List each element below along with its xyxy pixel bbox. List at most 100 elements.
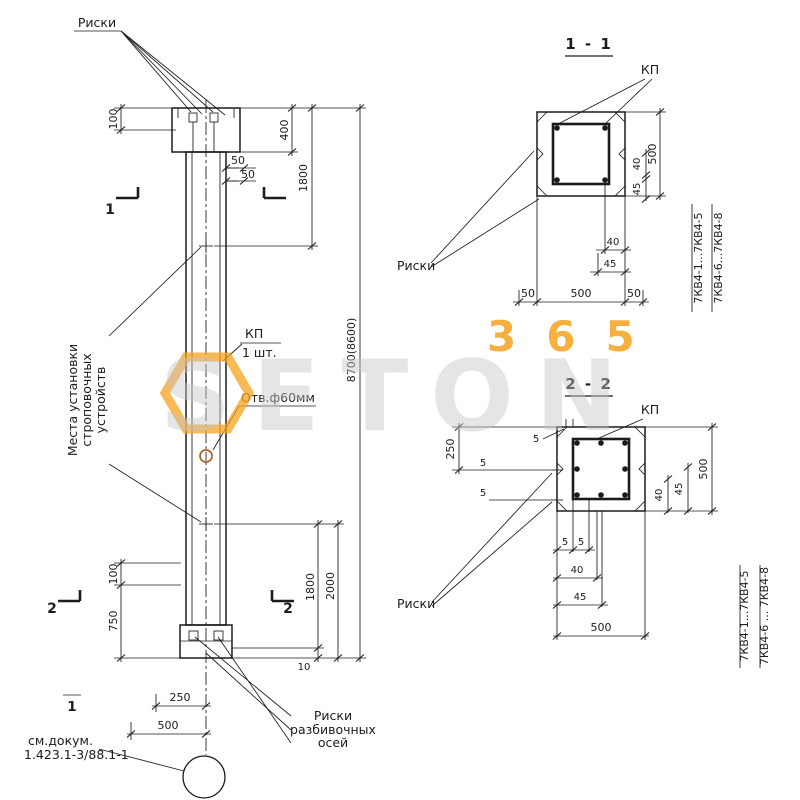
- dim-2-2-500-bottom: 500: [591, 621, 612, 634]
- rebar-dot: [598, 492, 604, 498]
- dim-1-1-50-right: 50: [627, 287, 641, 300]
- dim-2-2-45-right: 45: [674, 483, 685, 496]
- column-elevation: Риски 1 2 2 Места установки строповочных…: [24, 15, 376, 799]
- strap-label-line1: Места установки: [65, 344, 80, 456]
- strap-label-line3: устройств: [93, 367, 108, 434]
- rebar-dot: [602, 177, 608, 183]
- dim-50-a: 50: [231, 154, 245, 167]
- rebar-dot: [554, 125, 560, 131]
- rebar-dot: [574, 492, 580, 498]
- section-2-2-dimensions: [452, 423, 761, 668]
- dim-2-2-5-bottom-b: 5: [578, 537, 584, 548]
- section-1-1-kp-label: КП: [641, 62, 659, 77]
- hole-circle: [199, 449, 213, 463]
- dim-2000: 2000: [324, 572, 337, 600]
- dim-2-2-5-bottom-a: 5: [562, 537, 568, 548]
- section-cut-marks: [58, 187, 294, 603]
- section-1-1-leaders: [430, 78, 653, 268]
- dim-500: 500: [158, 719, 179, 732]
- dim-2-2-500-right: 500: [697, 459, 710, 480]
- section-1-1-corner-marks: [536, 111, 626, 197]
- dim-1-1-500-bottom: 500: [571, 287, 592, 300]
- dim-10: 10: [298, 662, 311, 673]
- watermark-logo-hexagon: [159, 352, 255, 434]
- dim-total-height: 8700(8600): [345, 318, 358, 383]
- section-2-2-leaders: [431, 418, 644, 607]
- section-2-2-kp-label: КП: [641, 402, 659, 417]
- doc-ref-line1: см.докум.: [28, 733, 93, 748]
- column-details: [177, 108, 239, 642]
- axes-note-line1: Риски: [314, 708, 352, 723]
- doc-ref-line2: 1.423.1-3/88.1-1: [24, 747, 129, 762]
- lifting-loop-right: [209, 112, 219, 123]
- dim-2-2-5-top: 5: [533, 434, 539, 445]
- dim-2-2-40-right: 40: [654, 489, 665, 502]
- series-mark-2-2-b: 7КВ4-6 ... 7КВ4-8: [758, 567, 771, 665]
- dim-750: 750: [107, 611, 120, 632]
- section-2-2-rebar-cage: [571, 437, 631, 501]
- datum-axis-circle: [182, 755, 226, 799]
- cut-2-left-label: 2: [47, 601, 57, 617]
- rebar-dot: [574, 440, 580, 446]
- series-mark-2-2-a: 7КВ4-1...7КВ4-5: [738, 570, 751, 661]
- rebar-dot: [622, 466, 628, 472]
- kp-label: КП: [245, 326, 263, 341]
- dim-1800-bottom: 1800: [304, 573, 317, 601]
- rebar-dot: [622, 492, 628, 498]
- dim-1-1-40-bottom: 40: [607, 237, 620, 248]
- elevation-leaders: [63, 30, 316, 772]
- section-1-1-outer-square: [536, 111, 626, 197]
- riski-top-label: Риски: [78, 15, 116, 30]
- rebar-dot: [554, 177, 560, 183]
- section-1-1-rebar-cage: [551, 122, 611, 186]
- elevation-dimensions: [114, 104, 366, 740]
- hole-label: Отв.ф60мм: [241, 390, 315, 405]
- dim-top-100: 100: [107, 109, 120, 130]
- series-mark-1-1-a: 7КВ4-1...7КВ4-5: [692, 212, 705, 303]
- rebar-dot: [622, 440, 628, 446]
- axes-note-line2: разбивочных: [290, 722, 376, 737]
- dim-2-2-5-left-b: 5: [480, 488, 486, 499]
- section-2-2-corner-marks: [551, 419, 646, 512]
- foot-anchor-right: [213, 630, 224, 641]
- watermark-number: 365: [487, 312, 665, 361]
- dim-1800-top: 1800: [297, 164, 310, 192]
- section-2-2-riski-label: Риски: [397, 596, 435, 611]
- watermark-brand: SETON: [160, 340, 640, 454]
- axes-note-line3: осей: [318, 735, 348, 750]
- section-1-1-riski-label: Риски: [397, 258, 435, 273]
- dim-1-1-45-bottom: 45: [604, 259, 617, 270]
- section-2-2: 2 - 2 КП Риски: [397, 375, 771, 668]
- dim-1-1-45-right: 45: [632, 183, 643, 196]
- cut-2-right-label: 2: [283, 601, 293, 617]
- datum-view-label: 1: [67, 699, 76, 715]
- dim-2-2-45-bottom: 45: [574, 592, 587, 603]
- dim-1-1-500-right: 500: [646, 144, 659, 165]
- dim-50-b: 50: [241, 168, 255, 181]
- series-mark-1-1-b: 7КВ4-6...7КВ4-8: [712, 212, 725, 303]
- dim-1-1-40-right: 40: [632, 158, 643, 171]
- rebar-dot: [602, 125, 608, 131]
- watermark: 365 SETON: [159, 312, 665, 454]
- dim-2-2-250: 250: [444, 439, 457, 460]
- dim-2-2-5-left-a: 5: [480, 458, 486, 469]
- section-2-2-outer-square: [556, 426, 646, 512]
- section-1-1-dimensions: [513, 108, 713, 312]
- section-2-2-dim-ticks: [454, 422, 717, 641]
- section-1-1: 1 - 1 КП Риски: [397, 35, 725, 312]
- foot-anchor-left: [188, 630, 199, 641]
- rebar-dot: [574, 466, 580, 472]
- rebar-dot: [598, 440, 604, 446]
- cut-1-label: 1: [105, 202, 115, 218]
- dim-250: 250: [170, 691, 191, 704]
- section-2-2-title: 2 - 2: [565, 375, 613, 393]
- lifting-loop-left: [188, 112, 198, 123]
- strap-label-line2: строповочных: [79, 353, 94, 446]
- dim-1-1-50-left: 50: [521, 287, 535, 300]
- dim-2-2-40-bottom: 40: [571, 565, 584, 576]
- kp-qty-label: 1 шт.: [242, 345, 277, 360]
- dim-400: 400: [278, 120, 291, 141]
- dim-bottom-100: 100: [107, 564, 120, 585]
